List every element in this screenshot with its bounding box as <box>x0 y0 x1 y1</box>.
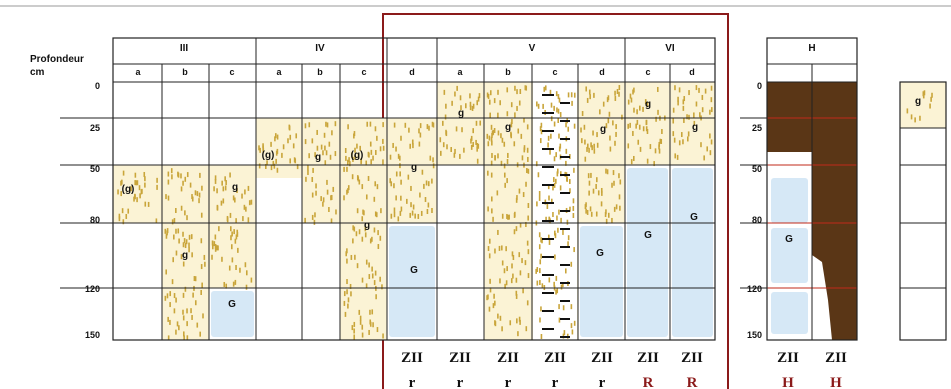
zone-label: ZII <box>544 350 566 366</box>
soil-label: (g) <box>122 184 135 195</box>
column-header: d <box>409 67 415 77</box>
zone-label: ZII <box>681 350 703 366</box>
zone-label: ZII <box>777 350 799 366</box>
soil-label: g <box>411 162 417 173</box>
depth-label: 0 <box>95 81 100 91</box>
sand-layer <box>900 82 946 128</box>
column-header: d <box>599 67 605 77</box>
soil-label: (g) <box>262 150 275 161</box>
sand-layer <box>209 165 256 223</box>
soil-label: g <box>182 250 188 261</box>
column-header: a <box>457 67 463 77</box>
zone-label: ZII <box>825 350 847 366</box>
depth-label-h: 25 <box>752 123 762 133</box>
gley-layer <box>211 291 254 337</box>
soil-label: g <box>315 152 321 163</box>
column-header: a <box>276 67 282 77</box>
depth-label: 50 <box>90 164 100 174</box>
column-header: c <box>552 67 557 77</box>
soil-label: G <box>410 265 418 276</box>
column-header: c <box>645 67 650 77</box>
zone-label: ZII <box>591 350 613 366</box>
column-header: b <box>182 67 188 77</box>
gley-layer <box>771 292 808 334</box>
soil-label: g <box>915 96 921 107</box>
column-header: b <box>317 67 323 77</box>
sand-layer <box>113 165 162 223</box>
code-label: r <box>409 375 416 389</box>
code-label: r <box>599 375 606 389</box>
depth-label-h: 50 <box>752 164 762 174</box>
gley-layer <box>771 178 808 223</box>
axis-unit: cm <box>30 67 45 78</box>
code-label: r <box>505 375 512 389</box>
soil-label: g <box>645 99 651 110</box>
column-header: a <box>135 67 141 77</box>
depth-label: 150 <box>85 330 100 340</box>
group-header: IV <box>315 43 325 54</box>
soil-label: g <box>458 108 464 119</box>
depth-label: 80 <box>90 215 100 225</box>
zone-label: ZII <box>449 350 471 366</box>
code-label: r <box>552 375 559 389</box>
soil-label: G <box>596 248 604 259</box>
soil-label: g <box>692 122 698 133</box>
soil-label: G <box>785 234 793 245</box>
peat-layer <box>767 82 812 152</box>
code-label: R <box>687 375 698 389</box>
soil-label: G <box>644 230 652 241</box>
column-header: c <box>229 67 234 77</box>
code-label: H <box>782 375 794 389</box>
depth-label-h: 80 <box>752 215 762 225</box>
depth-label: 120 <box>85 284 100 294</box>
column-header: b <box>505 67 511 77</box>
code-label: R <box>643 375 654 389</box>
depth-label-h: 150 <box>747 330 762 340</box>
soil-label: g <box>505 122 511 133</box>
layer-fills <box>113 82 946 340</box>
group-header-h: H <box>808 43 815 54</box>
axis-title: Profondeur <box>30 54 84 65</box>
sand-layer <box>625 82 670 165</box>
soil-label: g <box>232 182 238 193</box>
gley-layer <box>672 168 713 337</box>
code-label: H <box>830 375 842 389</box>
gley-layer <box>389 226 435 337</box>
depth-label: 25 <box>90 123 100 133</box>
depth-label-h: 0 <box>757 81 762 91</box>
group-header: III <box>180 43 189 54</box>
zone-label: ZII <box>637 350 659 366</box>
zone-label: ZII <box>401 350 423 366</box>
group-header: V <box>529 43 536 54</box>
gley-layer <box>627 168 668 337</box>
soil-label: (g) <box>351 150 364 161</box>
depth-label-h: 120 <box>747 284 762 294</box>
group-header: VI <box>665 43 675 54</box>
column-header: d <box>689 67 695 77</box>
code-label: r <box>457 375 464 389</box>
soil-label: g <box>364 220 370 231</box>
gley-layer <box>580 226 623 337</box>
soil-label: G <box>228 299 236 310</box>
column-header: c <box>361 67 366 77</box>
soil-label: g <box>600 124 606 135</box>
zone-label: ZII <box>497 350 519 366</box>
soil-label: G <box>690 212 698 223</box>
